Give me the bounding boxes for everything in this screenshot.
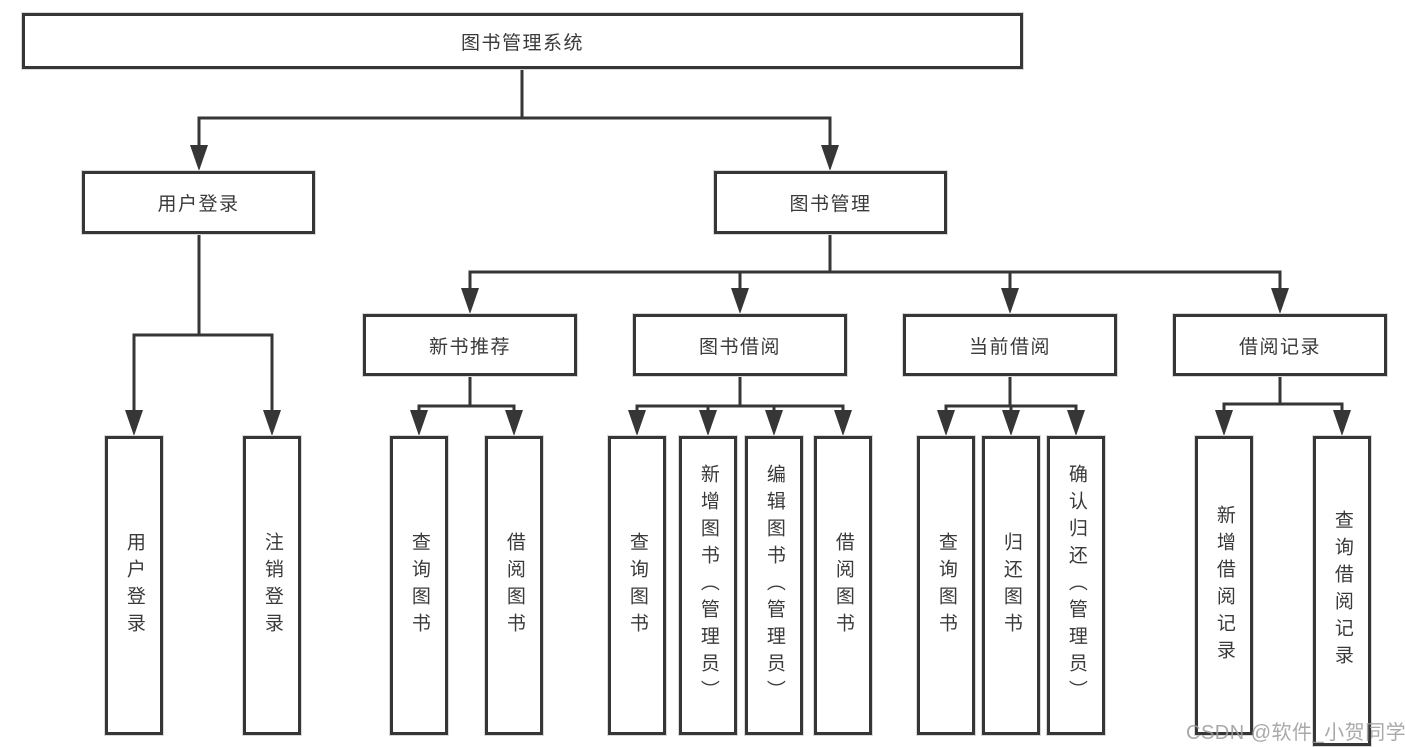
connector-current-borrow-to-leaves: [937, 374, 1085, 436]
node-current-borrow: 当前借阅: [903, 314, 1117, 376]
leaf-user-login: 用户登录: [105, 436, 163, 735]
node-root: 图书管理系统: [22, 13, 1023, 69]
connector-borrow-records-to-leaves: [1215, 374, 1351, 436]
node-user-login: 用户登录: [82, 171, 315, 234]
node-user-login-label: 用户登录: [157, 194, 240, 215]
leaf-user-login-label: 用户登录: [123, 531, 145, 640]
connector-root-to-level2: [190, 67, 839, 171]
leaf-bb-add-books-admin-label: 新增图书（管理员）: [697, 464, 719, 707]
node-book-mgmt: 图书管理: [714, 171, 947, 234]
leaf-cb-query-books: 查询图书: [917, 436, 975, 735]
leaf-br-query-record-label: 查询借阅记录: [1331, 510, 1353, 672]
leaf-br-add-record-label: 新增借阅记录: [1213, 504, 1235, 667]
leaf-bb-edit-books-admin: 编辑图书（管理员）: [745, 436, 803, 735]
connector-book-mgmt-to-level3: [461, 232, 1289, 314]
connector-book-borrow-to-leaves: [628, 374, 852, 436]
leaf-cb-confirm-return-admin-label: 确认归还（管理员）: [1065, 464, 1087, 707]
leaf-logout: 注销登录: [243, 436, 301, 735]
node-borrow-records: 借阅记录: [1173, 314, 1387, 376]
leaf-bb-borrow-books: 借阅图书: [814, 436, 872, 735]
leaf-bb-edit-books-admin-label: 编辑图书（管理员）: [763, 464, 785, 707]
leaf-cb-return-books: 归还图书: [982, 436, 1040, 735]
leaf-bb-query-books: 查询图书: [608, 436, 666, 735]
leaf-bb-borrow-books-label: 借阅图书: [832, 531, 854, 640]
node-current-borrow-label: 当前借阅: [968, 336, 1051, 358]
leaf-nbr-query-books-label: 查询图书: [408, 531, 430, 640]
leaf-nbr-query-books: 查询图书: [390, 436, 448, 735]
node-book-borrow-label: 图书借阅: [698, 336, 781, 358]
leaf-br-add-record: 新增借阅记录: [1195, 436, 1253, 735]
leaf-logout-label: 注销登录: [261, 531, 283, 640]
leaf-cb-return-books-label: 归还图书: [1000, 531, 1022, 640]
leaf-cb-confirm-return-admin: 确认归还（管理员）: [1047, 436, 1105, 735]
csdn-watermark: CSDN @软件_小贺同学: [1186, 722, 1405, 744]
leaf-cb-query-books-label: 查询图书: [935, 531, 957, 640]
node-root-label: 图书管理系统: [460, 32, 584, 54]
leaf-bb-add-books-admin: 新增图书（管理员）: [679, 436, 737, 735]
leaf-nbr-borrow-books: 借阅图书: [485, 436, 543, 735]
connector-new-book-rec-to-leaves: [410, 374, 523, 436]
leaf-br-query-record: 查询借阅记录: [1313, 436, 1371, 746]
node-borrow-records-label: 借阅记录: [1238, 336, 1321, 358]
leaf-bb-query-books-label: 查询图书: [626, 531, 648, 640]
node-book-mgmt-label: 图书管理: [789, 194, 872, 215]
connector-user-login-to-leaves: [125, 232, 281, 436]
node-book-borrow: 图书借阅: [633, 314, 847, 376]
node-new-book-rec-label: 新书推荐: [428, 336, 511, 358]
node-new-book-rec: 新书推荐: [363, 314, 577, 376]
leaf-nbr-borrow-books-label: 借阅图书: [503, 531, 525, 640]
